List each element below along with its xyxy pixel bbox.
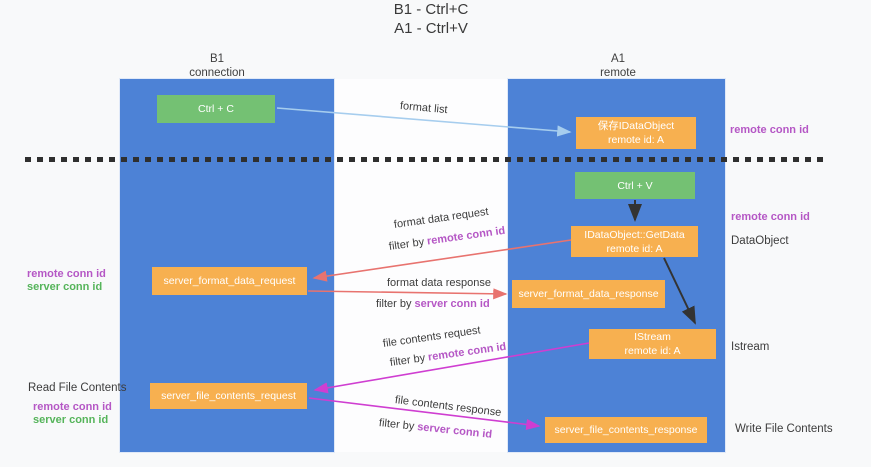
node-istream-line2: remote id: A xyxy=(624,345,681,357)
lane-a1-title: A1 xyxy=(610,53,626,65)
node-saved-dataobject-line1: 保存IDataObject xyxy=(597,120,675,132)
node-format-response-label: server_format_data_response xyxy=(518,288,659,300)
annotation-left-remote-conn-id-bottom: remote conn id xyxy=(33,401,112,413)
annotation-remote-conn-id-top: remote conn id xyxy=(730,124,809,136)
node-istream-line1: IStream xyxy=(634,331,671,343)
title-line-2: A1 - Ctrl+V xyxy=(394,20,468,37)
annotation-write-file-contents: Write File Contents xyxy=(735,423,833,435)
node-format-request-label: server_format_data_request xyxy=(163,275,296,287)
lane-header-b1: B1 connection xyxy=(157,52,277,80)
annotation-left-server-conn-id-bottom: server conn id xyxy=(33,414,109,426)
annotation-left-server-conn-id-top: server conn id xyxy=(27,281,103,293)
filter-key-server-conn-id: server conn id xyxy=(414,298,490,310)
lane-a1-subtitle: remote xyxy=(600,67,636,79)
middle-canvas xyxy=(334,79,508,452)
annotation-read-file-contents: Read File Contents xyxy=(28,382,127,394)
dashed-divider xyxy=(25,157,828,162)
annotation-left-remote-conn-id-top: remote conn id xyxy=(27,268,106,280)
node-ctrl-v-label: Ctrl + V xyxy=(617,179,653,192)
node-server-file-contents-response: server_file_contents_response xyxy=(545,417,707,443)
node-server-file-contents-request: server_file_contents_request xyxy=(150,383,307,409)
node-ctrl-v: Ctrl + V xyxy=(575,172,695,199)
node-getdata-line2: remote id: A xyxy=(606,242,663,255)
node-ctrl-c-label: Ctrl + C xyxy=(198,103,234,115)
diagram-title: B1 - Ctrl+C A1 - Ctrl+V xyxy=(0,0,862,38)
node-idataobject-getdata: IDataObject::GetData remote id: A xyxy=(571,226,698,257)
title-line-1: B1 - Ctrl+C xyxy=(393,1,469,18)
node-ctrl-c: Ctrl + C xyxy=(157,95,275,123)
node-server-format-data-response: server_format_data_response xyxy=(512,280,665,308)
node-saved-dataobject-line2: remote id: A xyxy=(607,134,665,146)
annotation-dataobject: DataObject xyxy=(731,235,789,247)
node-file-request-label: server_file_contents_request xyxy=(161,390,296,402)
label-format-data-response: format data response xyxy=(387,277,491,289)
node-istream: IStream remote id: A xyxy=(589,329,716,359)
filter-by-text: filter by xyxy=(376,298,412,310)
lane-b1-title: B1 xyxy=(209,53,225,65)
node-server-format-data-request: server_format_data_request xyxy=(152,267,307,295)
lane-header-a1: A1 remote xyxy=(558,52,678,80)
annotation-remote-conn-id-mid: remote conn id xyxy=(731,211,810,223)
annotation-istream: Istream xyxy=(731,341,770,353)
node-getdata-line1: IDataObject::GetData xyxy=(584,228,685,241)
node-saved-dataobject: 保存IDataObject remote id: A xyxy=(576,117,696,149)
lane-b1-subtitle: connection xyxy=(189,67,245,79)
node-file-response-label: server_file_contents_response xyxy=(554,424,698,436)
